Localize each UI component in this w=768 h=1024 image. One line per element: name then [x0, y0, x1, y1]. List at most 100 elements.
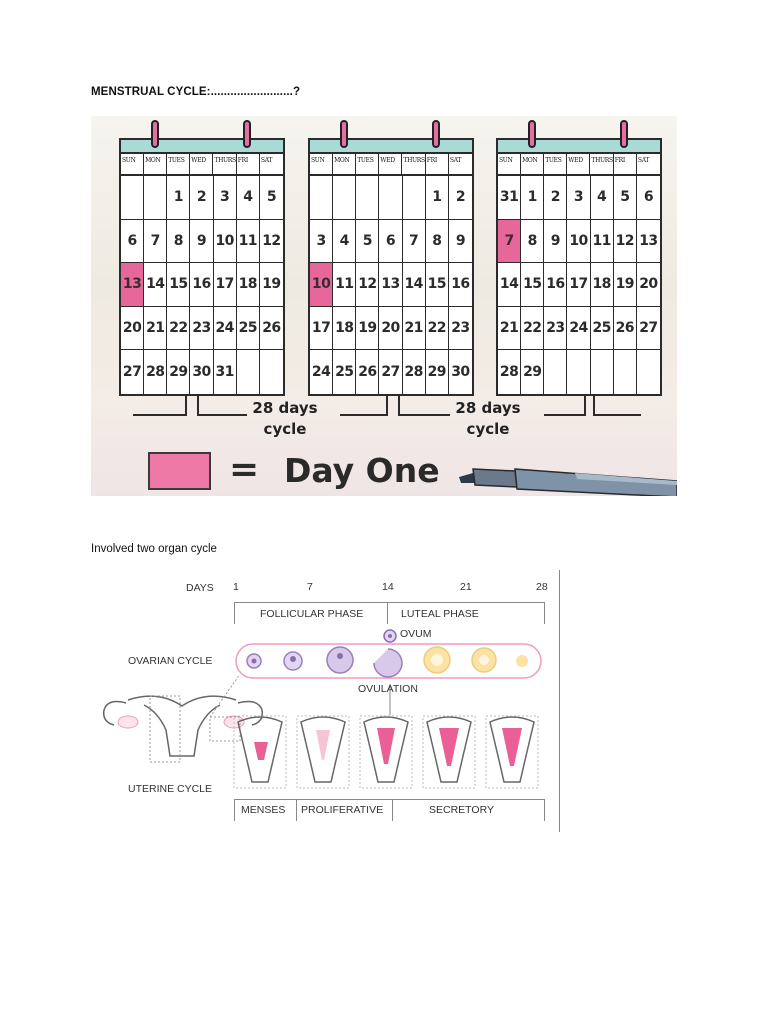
weekday-label: WED — [190, 154, 214, 174]
date-cell: 21 — [402, 306, 426, 351]
date-cell: 23 — [190, 306, 214, 351]
uterine-divider-1 — [234, 799, 235, 821]
date-cell: 2 — [190, 176, 214, 220]
date-cell: 10 — [213, 219, 237, 264]
binder-ring-icon — [151, 120, 159, 148]
date-cell: 18 — [333, 306, 357, 351]
right-border — [559, 570, 560, 832]
date-cell — [402, 176, 426, 220]
calendar-header — [498, 140, 660, 154]
date-cell: 14 — [402, 263, 426, 307]
date-cell — [567, 350, 591, 394]
date-cell: 21 — [498, 306, 522, 351]
date-cell: 20 — [636, 263, 660, 307]
cycle-bracket-left-2 — [340, 390, 388, 416]
weekday-label: SUN — [121, 154, 145, 174]
days-label: DAYS — [186, 582, 214, 594]
date-cell — [379, 176, 403, 220]
day-one-cell: 13 — [121, 263, 145, 307]
date-cell: 8 — [167, 219, 191, 264]
date-cell: 9 — [544, 219, 568, 264]
date-cell: 1 — [167, 176, 191, 220]
date-cell: 20 — [379, 306, 403, 351]
page-heading: MENSTRUAL CYCLE:........................… — [91, 86, 301, 98]
binder-ring-icon — [243, 120, 251, 148]
day-tick-14: 14 — [382, 581, 394, 593]
date-cell: 15 — [167, 263, 191, 307]
date-cell: 16 — [448, 263, 472, 307]
cycle-bracket-right-1 — [197, 390, 247, 416]
date-cell: 17 — [310, 306, 334, 351]
weekday-label: SUN — [498, 154, 522, 174]
date-cell: 6 — [379, 219, 403, 264]
day-tick-7: 7 — [307, 581, 313, 593]
ovum-label: OVUM — [400, 628, 432, 640]
date-cell: 19 — [259, 263, 283, 307]
phase-divider-left — [234, 602, 235, 624]
date-cell: 17 — [213, 263, 237, 307]
binder-ring-icon — [340, 120, 348, 148]
date-cell — [356, 176, 380, 220]
date-cell — [260, 350, 283, 394]
date-cell: 27 — [379, 350, 403, 394]
day-one-cell: 10 — [310, 263, 334, 307]
date-cell — [614, 350, 637, 394]
day-one-swatch — [148, 452, 211, 490]
date-cell: 17 — [567, 263, 591, 307]
date-cell: 22 — [167, 306, 191, 351]
date-cell: 29 — [521, 350, 545, 394]
date-cell: 26 — [356, 350, 380, 394]
weekday-label: MON — [521, 154, 545, 174]
weekday-label: MON — [144, 154, 168, 174]
date-cell — [310, 176, 334, 220]
weekday-label: THURS — [213, 154, 237, 174]
secretory-label: SECRETORY — [429, 804, 494, 816]
day-one-label: Day One — [284, 451, 440, 490]
uterine-divider-4 — [544, 799, 545, 821]
date-cell: 13 — [636, 220, 660, 264]
date-cell: 14 — [144, 263, 168, 307]
date-cell: 4 — [333, 219, 357, 264]
date-cell: 27 — [636, 307, 660, 351]
day-tick-21: 21 — [460, 581, 472, 593]
date-cell: 3 — [310, 219, 334, 264]
date-cell: 30 — [190, 350, 214, 394]
weekday-label: SAT — [637, 157, 650, 164]
cycle-bracket-right-3 — [593, 390, 641, 416]
date-cell: 12 — [613, 219, 637, 264]
date-cell: 2 — [544, 176, 568, 220]
date-cell — [121, 176, 145, 220]
date-cell: 21 — [144, 306, 168, 351]
cycle-bracket-left-1 — [133, 390, 187, 416]
weekday-label: SUN — [310, 154, 334, 174]
phase-divider-mid — [387, 602, 388, 624]
weekday-label: SAT — [449, 157, 462, 164]
date-cell — [544, 350, 568, 394]
date-cell: 8 — [425, 219, 449, 264]
calendar-header — [310, 140, 472, 154]
ovulation-label: OVULATION — [358, 683, 418, 695]
follicular-phase-label: FOLLICULAR PHASE — [260, 608, 364, 620]
date-cell — [237, 350, 260, 394]
date-cell: 24 — [567, 306, 591, 351]
reproductive-organs-illustration — [102, 629, 542, 789]
date-cell: 2 — [448, 176, 472, 220]
luteal-phase-label: LUTEAL PHASE — [401, 608, 479, 620]
date-cell: 16 — [190, 263, 214, 307]
date-cell: 23 — [544, 306, 568, 351]
date-cell: 25 — [333, 350, 357, 394]
cycle-bracket-left-3 — [544, 390, 586, 416]
binder-ring-icon — [620, 120, 628, 148]
date-cell: 22 — [521, 306, 545, 351]
date-cell: 13 — [379, 263, 403, 307]
date-cell: 12 — [259, 220, 283, 264]
date-cell: 10 — [567, 219, 591, 264]
date-cell — [637, 350, 660, 394]
date-cell: 5 — [356, 219, 380, 264]
